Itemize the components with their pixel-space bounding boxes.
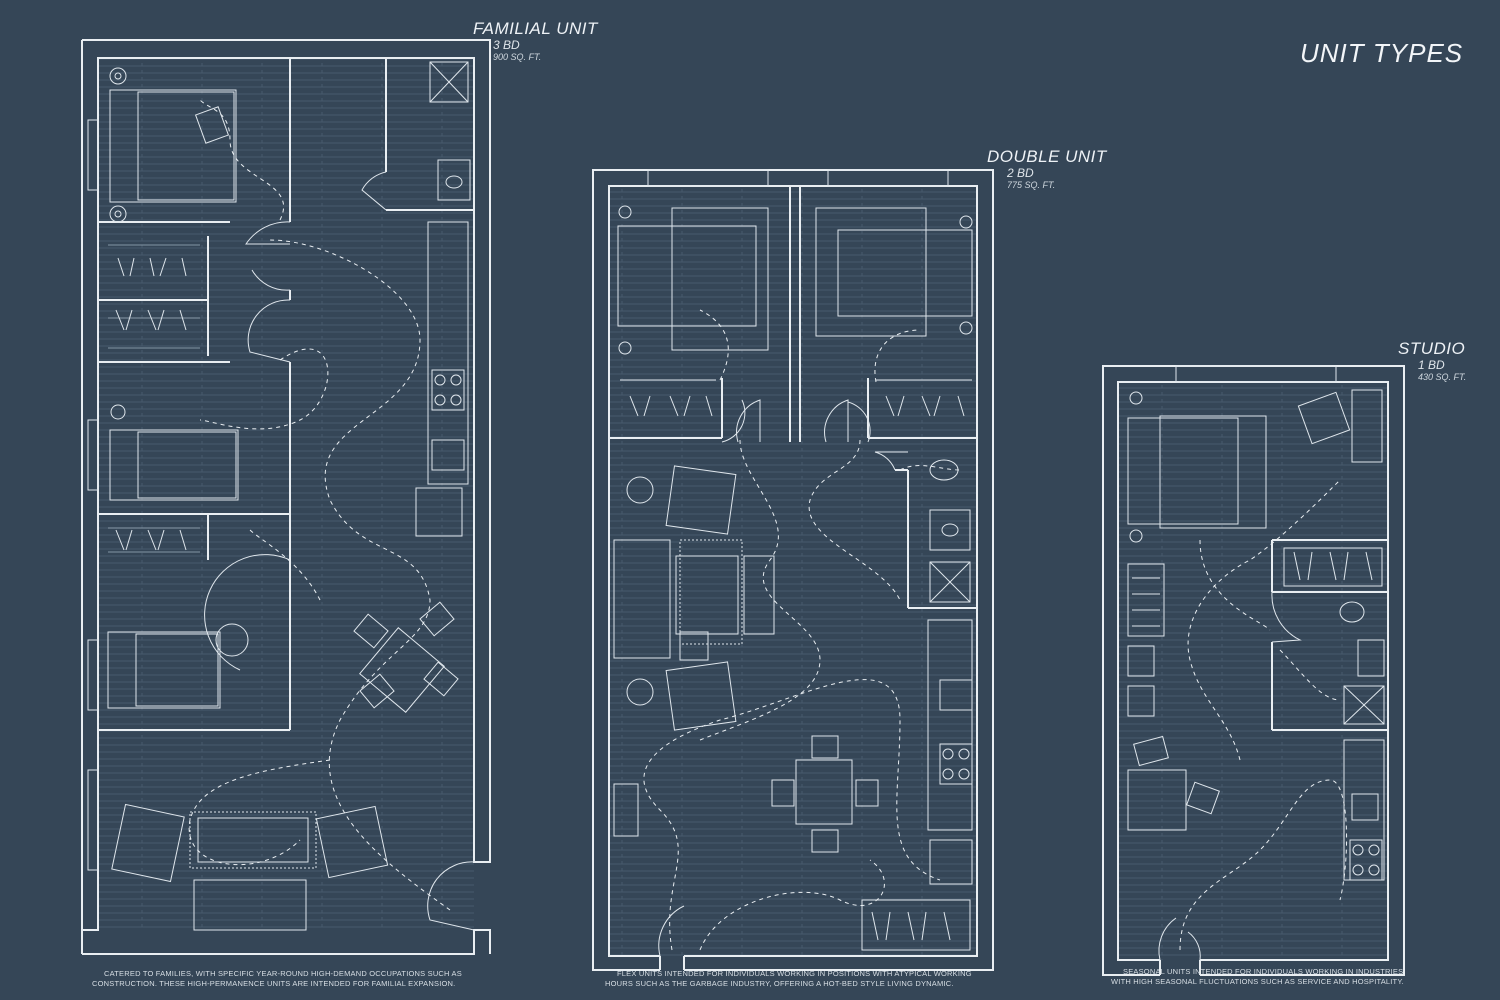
studio-unit-plan (1102, 365, 1405, 976)
familial-unit-plan (81, 39, 491, 955)
caption-text: SEASONAL UNITS INTENDED FOR INDIVIDUALS … (1111, 967, 1404, 986)
studio-unit-label: STUDIO 1 BD 430 SQ. FT. (1398, 339, 1466, 383)
unit-name: DOUBLE UNIT (987, 147, 1107, 166)
page-title: UNIT TYPES (1300, 38, 1464, 68)
unit-name: FAMILIAL UNIT (473, 19, 598, 38)
studio-unit-caption: SEASONAL UNITS INTENDED FOR INDIVIDUALS … (1111, 967, 1411, 987)
unit-area: 775 SQ. FT. (1007, 180, 1056, 191)
unit-area: 900 SQ. FT. (493, 52, 542, 63)
familial-unit-label: FAMILIAL UNIT 3 BD 900 SQ. FT. (473, 19, 598, 63)
caption-text: FLEX UNITS INTENDED FOR INDIVIDUALS WORK… (605, 969, 972, 988)
double-unit-caption: FLEX UNITS INTENDED FOR INDIVIDUALS WORK… (605, 969, 975, 989)
caption-text: CATERED TO FAMILIES, WITH SPECIFIC YEAR-… (92, 969, 462, 988)
unit-beds: 2 BD (1007, 165, 1034, 180)
familial-unit-caption: CATERED TO FAMILIES, WITH SPECIFIC YEAR-… (92, 969, 472, 989)
unit-beds: 3 BD (493, 37, 520, 52)
unit-beds: 1 BD (1418, 357, 1445, 372)
unit-area: 430 SQ. FT. (1418, 372, 1467, 383)
double-unit-label: DOUBLE UNIT 2 BD 775 SQ. FT. (987, 147, 1107, 191)
unit-name: STUDIO (1398, 339, 1466, 358)
double-unit-plan (592, 169, 994, 971)
